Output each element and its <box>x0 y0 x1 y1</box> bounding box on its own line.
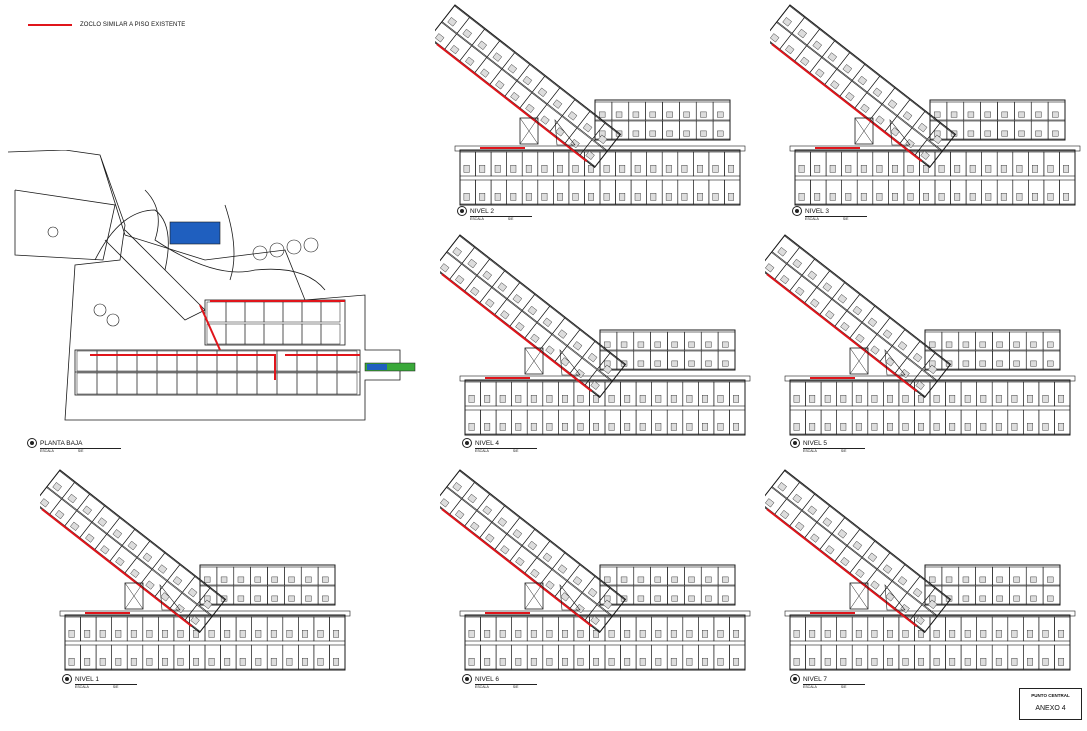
plan-nivel-2 <box>435 4 746 206</box>
plan-nivel-7 <box>765 469 1076 671</box>
section-bubble-icon <box>62 674 72 684</box>
plan-nivel-5 <box>765 234 1076 436</box>
section-bubble-icon <box>790 674 800 684</box>
section-bubble-icon <box>462 674 472 684</box>
title-block: PUNTO CENTRAL ANEXO 4 <box>1019 688 1082 720</box>
section-bubble-icon <box>790 438 800 448</box>
plan-nivel-1 <box>40 469 351 671</box>
plan-nivel-3 <box>770 4 1081 206</box>
legend-red-line <box>28 24 72 26</box>
section-bubble-icon <box>27 438 37 448</box>
section-bubble-icon <box>457 206 467 216</box>
project-name: PUNTO CENTRAL <box>1031 693 1070 698</box>
pool <box>169 221 221 245</box>
sheet-number: ANEXO 4 <box>1035 705 1066 712</box>
section-bubble-icon <box>792 206 802 216</box>
plan-nivel-6 <box>440 469 751 671</box>
plan-nivel-4 <box>440 234 751 436</box>
legend-label: ZOCLO SIMILAR A PISO EXISTENTE <box>80 22 186 28</box>
section-bubble-icon <box>462 438 472 448</box>
plan-planta-baja <box>7 150 416 421</box>
legend: ZOCLO SIMILAR A PISO EXISTENTE <box>28 22 185 28</box>
